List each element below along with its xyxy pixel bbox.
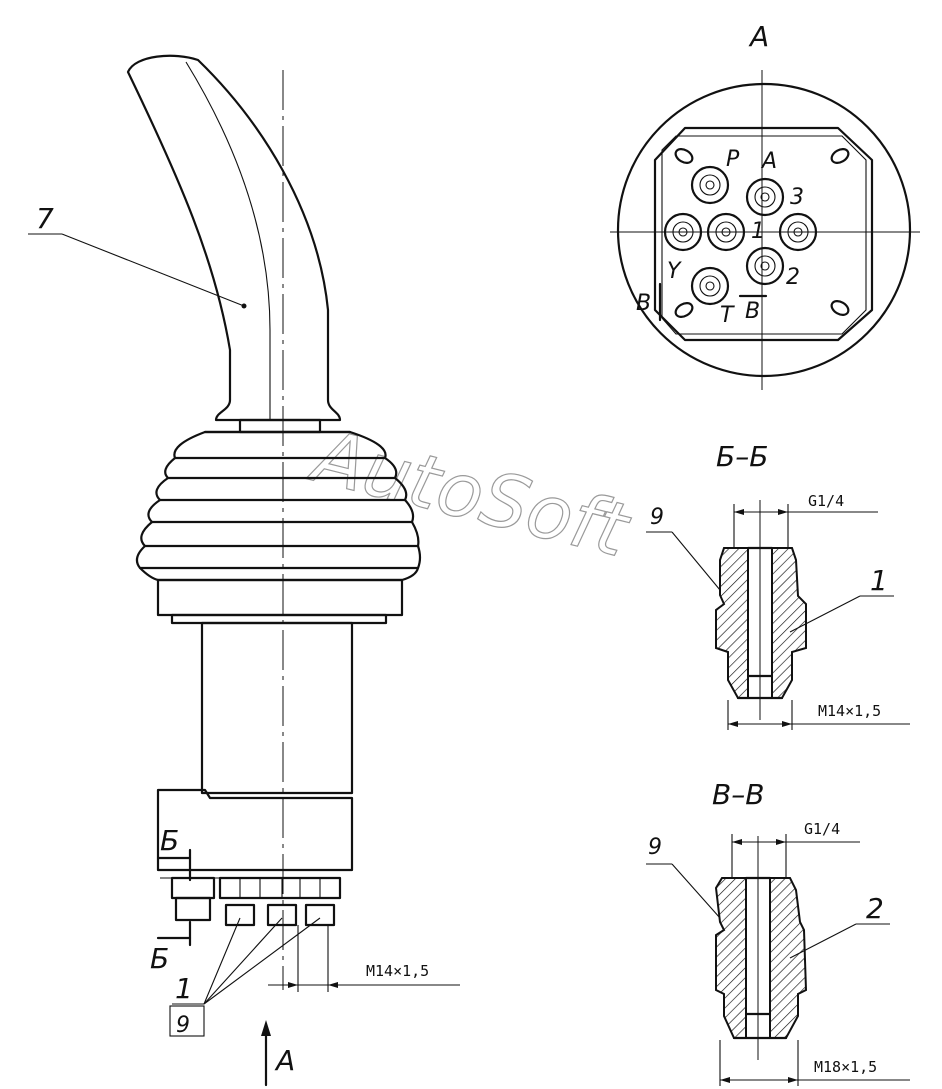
section-bb-part-label: 1 [870,564,888,597]
section-bb-seal-label: 9 [650,505,664,530]
view-a: A P A 3 1 Y 2 T B B [610,20,920,390]
section-bb-top-thread: G1/4 [808,492,844,510]
port-2: 2 [786,265,800,290]
joystick-main-view: Б Б M14×1,5 1 9 A 7 [28,54,460,1087]
port-y: Y [667,259,682,284]
section-vv-title: В–В [712,778,764,811]
base-flange [156,578,404,617]
port-1: 1 [751,219,765,244]
main-thread-note: M14×1,5 [366,962,429,980]
section-vv-bottom-thread: M18×1,5 [814,1058,877,1076]
fittings-row [160,869,342,927]
main-fitting-label: 1 [175,972,193,1005]
section-vv-seal-label: 9 [648,835,662,860]
main-seal-label: 9 [176,1013,190,1038]
section-vv: В–В G1/4 M18×1,5 9 2 [646,778,910,1086]
section-bb-bottom-thread: M14×1,5 [818,702,881,720]
view-a-section-mark-right: B [745,299,760,324]
section-vv-part-label: 2 [866,892,884,925]
watermark: AutoSoft [302,413,639,575]
port-p: P [726,147,740,172]
view-a-title: A [748,20,769,53]
section-mark-b-top: Б [160,824,179,857]
view-a-outer-circle [616,82,912,378]
section-mark-b-bottom: Б [150,942,169,975]
section-bb-title: Б–Б [716,440,768,473]
view-a-section-mark-left: B [636,291,651,316]
view-arrow-label: A [274,1044,295,1077]
joystick-handle [126,54,342,422]
handle-label: 7 [36,202,54,235]
port-3: 3 [790,185,804,210]
port-a: A [760,149,777,174]
port-t: T [720,303,735,328]
section-bb: Б–Б G1/4 M14×1,5 9 1 [646,440,910,730]
section-vv-top-thread: G1/4 [804,820,840,838]
body-cylinder [200,621,354,795]
valve-block [156,788,354,872]
port-fittings [663,165,818,306]
